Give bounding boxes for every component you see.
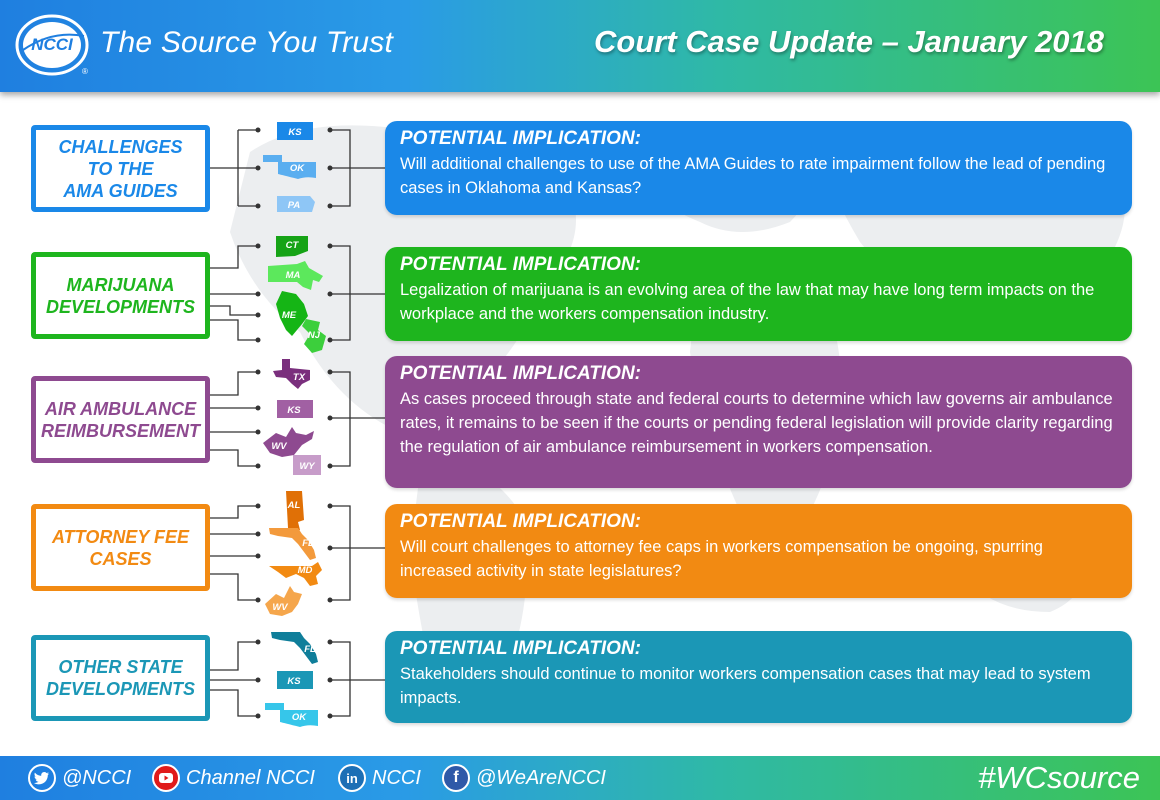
state-shape-nj: NJ (302, 319, 326, 353)
state-shape-ks-other: KS (277, 671, 313, 689)
twitter-handle: @NCCI (62, 766, 132, 789)
implication-panel-attorney-fee: POTENTIAL IMPLICATION: Will court challe… (385, 504, 1132, 598)
category-label: MARIJUANA DEVELOPMENTS (42, 263, 199, 328)
panel-heading: POTENTIAL IMPLICATION: (400, 128, 642, 149)
state-shape-al: AL (286, 491, 304, 533)
state-shape-tx: TX (273, 359, 310, 389)
facebook-link[interactable]: f @WeAreNCCI (442, 764, 606, 792)
state-label: ME (282, 310, 297, 321)
category-other-state[interactable]: OTHER STATE DEVELOPMENTS (31, 635, 210, 721)
linkedin-link[interactable]: in NCCI (338, 764, 421, 792)
hashtag: #WCsource (978, 760, 1140, 795)
panel-heading: POTENTIAL IMPLICATION: (400, 511, 642, 532)
implication-panel-marijuana: POTENTIAL IMPLICATION: Legalization of m… (385, 247, 1132, 341)
state-label: WV (272, 602, 288, 613)
logo-registered-mark: ® (82, 67, 88, 76)
state-label: KS (287, 405, 301, 416)
state-label: KS (288, 127, 302, 138)
category-ama-guides[interactable]: CHALLENGES TO THE AMA GUIDES (31, 125, 210, 212)
state-label: CT (286, 240, 300, 251)
category-label: ATTORNEY FEE CASES (42, 515, 199, 580)
header-banner: NCCI ® The Source You Trust Court Case U… (0, 0, 1160, 92)
state-shape-fl: FL (269, 528, 316, 560)
panel-heading: POTENTIAL IMPLICATION: (400, 254, 642, 275)
state-shape-pa: PA (277, 196, 315, 212)
facebook-icon: f (442, 764, 470, 792)
tagline: The Source You Trust (100, 26, 394, 59)
twitter-icon (28, 764, 56, 792)
panel-body: Will court challenges to attorney fee ca… (400, 538, 1043, 580)
state-shape-ks-air: KS (277, 400, 313, 418)
youtube-channel: Channel NCCI (186, 766, 315, 789)
category-air-ambulance[interactable]: AIR AMBULANCE REIMBURSEMENT (31, 376, 210, 463)
state-shape-ok: OK (263, 155, 316, 179)
implication-panel-ama-guides: POTENTIAL IMPLICATION: Will additional c… (385, 121, 1132, 215)
category-marijuana[interactable]: MARIJUANA DEVELOPMENTS (31, 252, 210, 339)
panel-body: Will additional challenges to use of the… (400, 155, 1106, 197)
state-label: PA (288, 200, 301, 211)
page-title: Court Case Update – January 2018 (594, 24, 1104, 59)
state-label: OK (292, 712, 307, 723)
panel-heading: POTENTIAL IMPLICATION: (400, 638, 642, 659)
panel-heading: POTENTIAL IMPLICATION: (400, 363, 642, 384)
panel-body: Legalization of marijuana is an evolving… (400, 281, 1095, 323)
state-shape-ma: MA (268, 261, 323, 290)
footer-banner: @NCCI Channel NCCI in NCCI f @WeAreNCCI … (0, 756, 1160, 800)
state-label: AL (287, 500, 301, 511)
state-label: FL (304, 644, 316, 655)
panel-body: Stakeholders should continue to monitor … (400, 665, 1091, 707)
youtube-link[interactable]: Channel NCCI (152, 764, 315, 792)
facebook-handle: @WeAreNCCI (476, 766, 606, 789)
state-label: WV (271, 441, 287, 452)
category-attorney-fee[interactable]: ATTORNEY FEE CASES (31, 504, 210, 591)
state-shape-ct: CT (276, 236, 308, 257)
linkedin-handle: NCCI (372, 766, 421, 789)
state-shape-md: MD (269, 562, 322, 586)
logo-text: NCCI (31, 35, 74, 54)
linkedin-icon: in (338, 764, 366, 792)
twitter-link[interactable]: @NCCI (28, 764, 131, 792)
category-label: CHALLENGES TO THE AMA GUIDES (42, 136, 199, 201)
state-label: KS (287, 676, 301, 687)
state-label: TX (293, 372, 306, 383)
implication-panel-air-ambulance: POTENTIAL IMPLICATION: As cases proceed … (385, 356, 1132, 488)
state-shape-fl-other: FL (271, 632, 318, 664)
state-label: FL (302, 538, 314, 549)
state-label: NJ (308, 330, 321, 341)
youtube-icon (152, 764, 180, 792)
implication-panel-other-state: POTENTIAL IMPLICATION: Stakeholders shou… (385, 631, 1132, 723)
ncci-logo[interactable]: NCCI ® (14, 12, 92, 78)
state-shape-ks: KS (277, 122, 313, 140)
state-shape-wv-attorney: WV (265, 586, 302, 616)
state-shape-wv: WV (263, 427, 314, 457)
state-label: OK (290, 163, 305, 174)
state-label: MA (286, 270, 301, 281)
category-label: OTHER STATE DEVELOPMENTS (42, 646, 199, 710)
state-shape-wy: WY (293, 455, 321, 475)
state-shape-ok-other: OK (265, 703, 318, 727)
state-label: MD (298, 565, 313, 576)
state-shape-me: ME (276, 291, 308, 336)
category-label: AIR AMBULANCE REIMBURSEMENT (41, 387, 200, 452)
state-label: WY (299, 461, 316, 472)
panel-body: As cases proceed through state and feder… (400, 390, 1113, 456)
